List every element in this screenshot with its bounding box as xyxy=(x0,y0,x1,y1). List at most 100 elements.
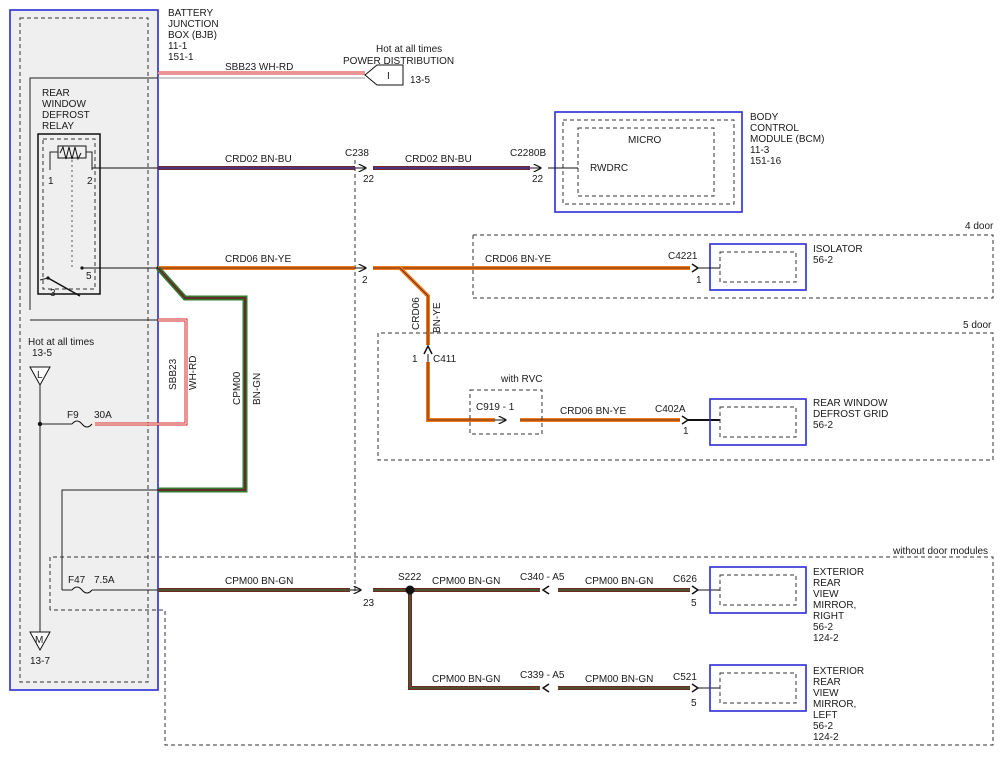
c238-pin-23: 23 xyxy=(363,598,375,609)
bcm-pin: RWDRC xyxy=(590,163,628,174)
bjb-module xyxy=(9,9,159,691)
fuse-f47-rating: 7.5A xyxy=(94,575,115,586)
bcm-label: BODY CONTROL MODULE (BCM) 11-3 151-16 xyxy=(750,112,824,167)
variant-without-door-modules: without door modules xyxy=(892,546,988,557)
svg-text:MIRROR,: MIRROR, xyxy=(813,699,856,710)
variant-4-door: 4 door xyxy=(965,221,994,232)
wire-cpm00 xyxy=(158,585,720,693)
wire-sbb23-loop xyxy=(95,318,188,426)
svg-text:124-2: 124-2 xyxy=(813,633,839,644)
svg-text:11-1: 11-1 xyxy=(168,41,188,52)
svg-text:LEFT: LEFT xyxy=(813,710,837,721)
svg-text:RIGHT: RIGHT xyxy=(813,611,844,622)
fuse-f47: F47 xyxy=(68,575,86,586)
c4221-pin: 1 xyxy=(696,275,702,286)
mirror-left-module xyxy=(709,664,807,712)
ground-ref: 13-7 xyxy=(30,656,50,667)
svg-text:124-2: 124-2 xyxy=(813,732,839,743)
wire-label-crd02-a: CRD02 BN-BU xyxy=(225,154,292,165)
svg-text:REAR: REAR xyxy=(813,677,841,688)
connector-c339: C339 - A5 xyxy=(520,670,565,681)
variant-5-door: 5 door xyxy=(963,320,992,331)
bcm-module: MICRO RWDRC xyxy=(554,111,743,213)
wire-label-cpm00-e: CPM00 BN-GN xyxy=(585,674,653,685)
svg-text:REAR WINDOW: REAR WINDOW xyxy=(813,398,888,409)
wire-label-cpm00-d: CPM00 BN-GN xyxy=(432,674,500,685)
svg-text:11-3: 11-3 xyxy=(750,145,770,156)
connector-c919: C919 - 1 xyxy=(476,402,515,413)
svg-text:5: 5 xyxy=(86,271,92,282)
svg-text:56-2: 56-2 xyxy=(813,622,833,633)
defrost-grid-label: REAR WINDOW DEFROST GRID 56-2 xyxy=(813,398,888,431)
svg-text:WINDOW: WINDOW xyxy=(42,99,86,110)
defrost-grid-module xyxy=(709,398,807,446)
power-title: POWER DISTRIBUTION xyxy=(343,56,454,67)
bjb-label: BATTERY JUNCTION BOX (BJB) 11-1 151-1 xyxy=(168,8,219,63)
c626-pin: 5 xyxy=(691,598,697,609)
svg-text:JUNCTION: JUNCTION xyxy=(168,19,219,30)
connector-c521: C521 xyxy=(673,672,697,683)
svg-text:VIEW: VIEW xyxy=(813,589,839,600)
fuse-f9: F9 xyxy=(67,410,79,421)
svg-text:VIEW: VIEW xyxy=(813,688,839,699)
svg-text:MODULE (BCM): MODULE (BCM) xyxy=(750,134,824,145)
wire-label-cpm00-b: CPM00 BN-GN xyxy=(432,576,500,587)
connector-c411: C411 xyxy=(433,354,457,365)
power-connector-i: I xyxy=(364,64,404,86)
wire-label-cpm00-vert-a: CPM00 xyxy=(232,371,243,405)
wire-label-cpm00-c: CPM00 BN-GN xyxy=(585,576,653,587)
rvc-region: with RVC C919 - 1 xyxy=(469,374,543,435)
mirror-right-label: EXTERIOR REAR VIEW MIRROR, RIGHT 56-2 12… xyxy=(813,567,864,644)
svg-text:56-2: 56-2 xyxy=(813,255,833,266)
svg-text:MIRROR,: MIRROR, xyxy=(813,600,856,611)
svg-text:ISOLATOR: ISOLATOR xyxy=(813,244,863,255)
svg-text:56-2: 56-2 xyxy=(813,721,833,732)
c2280b-pin: 22 xyxy=(532,174,544,185)
wire-label-sbb23: SBB23 WH-RD xyxy=(225,62,293,73)
svg-text:I: I xyxy=(387,71,390,82)
c238-pin-2: 2 xyxy=(362,275,368,286)
wire-label-sbb23-vert-a: SBB23 xyxy=(168,358,179,390)
connector-c626: C626 xyxy=(673,574,697,585)
ground-connector: M xyxy=(29,631,51,652)
power-hot-label: Hot at all times xyxy=(376,44,442,55)
connector-c402a: C402A xyxy=(655,404,686,415)
svg-text:DEFROST: DEFROST xyxy=(42,110,90,121)
hot-left-ref: 13-5 xyxy=(32,348,52,359)
wire-label-crd06-vert-a: CRD06 xyxy=(411,297,422,330)
wire-label-crd06-vert-b: BN-YE xyxy=(432,302,443,333)
c411-pin: 1 xyxy=(412,354,418,365)
variant-with-rvc: with RVC xyxy=(500,374,543,385)
without-door-modules-region: without door modules xyxy=(49,546,994,746)
five-door-region: 5 door xyxy=(377,320,994,461)
svg-text:BOX (BJB): BOX (BJB) xyxy=(168,30,217,41)
svg-text:REAR: REAR xyxy=(42,88,70,99)
wire-label-sbb23-vert-b: WH-RD xyxy=(188,356,199,390)
svg-text:1: 1 xyxy=(48,176,54,187)
mirror-left-label: EXTERIOR REAR VIEW MIRROR, LEFT 56-2 124… xyxy=(813,666,864,743)
relay-label: REAR WINDOW DEFROST RELAY xyxy=(42,88,90,132)
wire-label-crd06-b: CRD06 BN-YE xyxy=(485,254,551,265)
svg-text:EXTERIOR: EXTERIOR xyxy=(813,567,864,578)
wire-crd06 xyxy=(158,263,720,425)
wire-cpm00-loop xyxy=(156,266,248,493)
wire-sbb23-top xyxy=(158,71,365,79)
relay-pins: 1 2 3 5 xyxy=(48,176,93,299)
svg-text:REAR: REAR xyxy=(813,578,841,589)
isolator-module xyxy=(709,243,807,291)
svg-text:56-2: 56-2 xyxy=(813,420,833,431)
wire-label-cpm00-a: CPM00 BN-GN xyxy=(225,576,293,587)
mirror-right-module xyxy=(709,566,807,614)
svg-text:2: 2 xyxy=(87,176,93,187)
hot-left-connector: L xyxy=(29,366,51,387)
wire-label-cpm00-vert-b: BN-GN xyxy=(252,373,263,405)
connector-c238: C238 xyxy=(345,148,369,159)
svg-text:M: M xyxy=(35,635,43,646)
svg-text:EXTERIOR: EXTERIOR xyxy=(813,666,864,677)
svg-text:151-16: 151-16 xyxy=(750,156,782,167)
connector-c2280b: C2280B xyxy=(510,148,546,159)
bcm-micro: MICRO xyxy=(628,135,662,146)
svg-text:BATTERY: BATTERY xyxy=(168,8,214,19)
svg-text:L: L xyxy=(37,370,43,381)
c238-pin-22: 22 xyxy=(363,174,375,185)
